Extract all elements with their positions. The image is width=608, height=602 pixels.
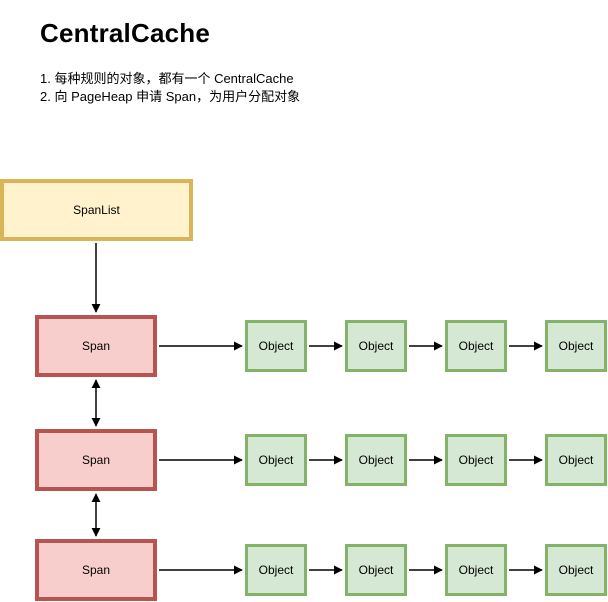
object-node: Object — [445, 320, 507, 372]
object-label: Object — [458, 339, 494, 353]
object-node: Object — [345, 544, 407, 596]
object-node: Object — [545, 544, 607, 596]
note-line: 1. 每种规则的对象，都有一个 CentralCache — [40, 71, 294, 86]
spanlist-node: SpanList — [0, 179, 193, 241]
note-line: 2. 向 PageHeap 申请 Span，为用户分配对象 — [40, 89, 301, 104]
object-node: Object — [445, 544, 507, 596]
object-label: Object — [358, 339, 394, 353]
object-node: Object — [245, 320, 307, 372]
object-label: Object — [358, 453, 394, 467]
object-node: Object — [345, 434, 407, 486]
page-title: CentralCache — [40, 18, 211, 48]
span-label: Span — [81, 339, 111, 353]
object-label: Object — [258, 563, 294, 577]
object-node: Object — [545, 320, 607, 372]
notes-list: 1. 每种规则的对象，都有一个 CentralCache 2. 向 PageHe… — [40, 70, 300, 106]
object-label: Object — [258, 339, 294, 353]
object-label: Object — [358, 563, 394, 577]
object-label: Object — [258, 453, 294, 467]
object-node: Object — [245, 544, 307, 596]
span-node: Span — [35, 429, 157, 491]
object-node: Object — [245, 434, 307, 486]
spanlist-label: SpanList — [73, 203, 120, 217]
span-node: Span — [35, 539, 157, 601]
object-label: Object — [558, 563, 594, 577]
object-node: Object — [545, 434, 607, 486]
object-label: Object — [458, 453, 494, 467]
object-label: Object — [458, 563, 494, 577]
object-node: Object — [445, 434, 507, 486]
object-label: Object — [558, 339, 594, 353]
span-node: Span — [35, 315, 157, 377]
span-label: Span — [81, 563, 111, 577]
object-node: Object — [345, 320, 407, 372]
object-label: Object — [558, 453, 594, 467]
span-label: Span — [81, 453, 111, 467]
